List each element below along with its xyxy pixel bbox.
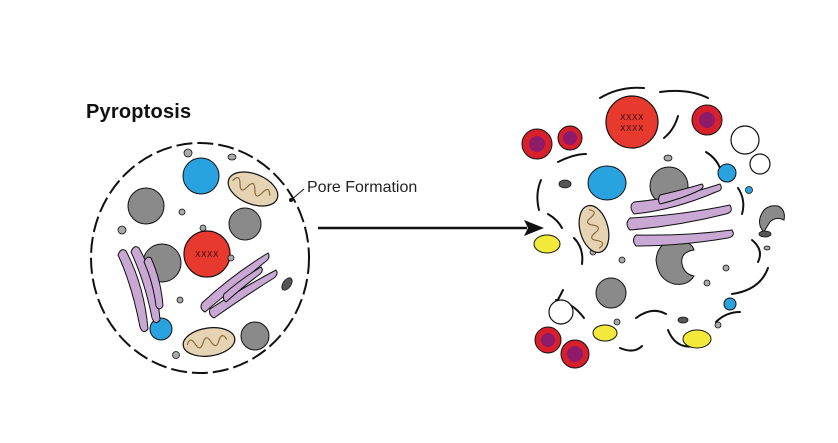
gray-vesicle bbox=[595, 277, 627, 309]
gray-vesicle bbox=[240, 321, 270, 351]
empty-vesicle bbox=[548, 299, 574, 325]
intact-nucleus: XXXX bbox=[183, 230, 231, 278]
empty-vesicle bbox=[749, 153, 771, 175]
small-vesicle bbox=[199, 224, 207, 232]
small-vesicle bbox=[763, 245, 771, 251]
small-vesicle bbox=[618, 256, 626, 264]
small-vesicle bbox=[281, 277, 293, 291]
small-vesicle bbox=[227, 254, 235, 262]
released-body bbox=[691, 104, 723, 136]
blue-vesicle bbox=[149, 317, 173, 341]
intact-cell: XXXX bbox=[90, 142, 310, 374]
small-vesicle bbox=[172, 351, 180, 359]
small-vesicle bbox=[558, 179, 572, 189]
mitochondrion bbox=[227, 171, 279, 207]
yellow-body bbox=[682, 329, 712, 349]
diagram-title: Pyroptosis bbox=[86, 101, 192, 123]
released-body bbox=[557, 125, 583, 151]
ruptured-gray-vesicle bbox=[759, 205, 785, 233]
small-vesicle bbox=[176, 296, 184, 304]
small-vesicle bbox=[663, 154, 673, 162]
pore-formation-label: Pore Formation bbox=[307, 179, 417, 196]
nucleus-fragment-line1: XXXX bbox=[620, 113, 644, 122]
small-vesicle bbox=[714, 321, 722, 329]
nucleus-fragment-line2: XXXX bbox=[620, 124, 644, 133]
mitochondrion bbox=[182, 327, 236, 357]
released-body bbox=[521, 128, 553, 160]
intact-cell-membrane bbox=[90, 142, 310, 374]
golgi-apparatus bbox=[200, 252, 278, 319]
golgi-apparatus bbox=[626, 183, 734, 247]
ruptured-cell: XXXX XXXX bbox=[521, 86, 785, 369]
intact-nucleus-chromatin: XXXX bbox=[195, 250, 219, 259]
pore-formation-callout: Pore Formation bbox=[289, 179, 417, 202]
ruptured-gray-vesicle bbox=[655, 239, 695, 285]
gray-vesicle bbox=[127, 187, 165, 225]
small-vesicle bbox=[722, 264, 730, 272]
blue-vesicle bbox=[587, 165, 627, 201]
golgi-apparatus bbox=[117, 246, 164, 333]
transition-arrow bbox=[318, 220, 544, 236]
blue-vesicle bbox=[723, 297, 737, 311]
fragmented-nucleus: XXXX XXXX bbox=[605, 95, 659, 149]
small-vesicle bbox=[613, 318, 621, 326]
mitochondrion bbox=[578, 204, 610, 254]
small-vesicle bbox=[677, 316, 689, 324]
yellow-body bbox=[592, 324, 618, 342]
small-vesicle bbox=[178, 208, 186, 216]
released-body bbox=[534, 326, 562, 354]
small-vesicle bbox=[117, 225, 127, 235]
gray-vesicle bbox=[228, 207, 262, 241]
small-vesicle bbox=[758, 230, 772, 238]
small-vesicle bbox=[183, 148, 193, 158]
blue-vesicle bbox=[745, 186, 753, 194]
small-vesicle bbox=[703, 279, 711, 287]
empty-vesicle bbox=[730, 125, 760, 155]
small-vesicle bbox=[227, 153, 237, 161]
blue-vesicle bbox=[182, 157, 220, 195]
released-body bbox=[560, 339, 590, 369]
yellow-body bbox=[533, 234, 561, 254]
blue-vesicle bbox=[717, 163, 737, 183]
